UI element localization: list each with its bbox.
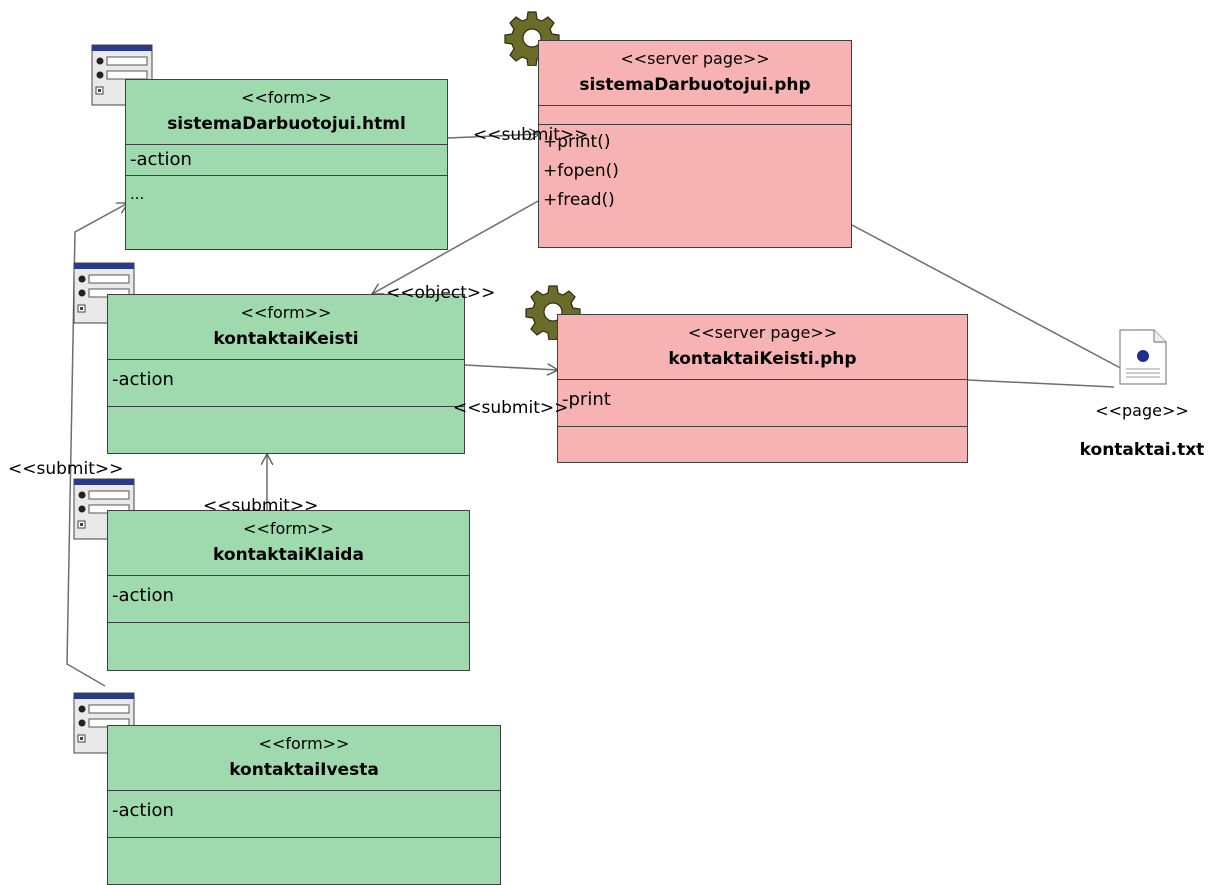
- attribute-action: -action: [112, 800, 174, 821]
- class-name: kontaktaiKlaida: [213, 545, 364, 565]
- operation-print: +print(): [543, 132, 611, 152]
- operation-fread: +fread(): [543, 190, 615, 210]
- attribute-compartment: -action: [126, 145, 447, 176]
- link-sistema-html-to-php: [447, 134, 540, 138]
- link-sistema-php-to-page: [851, 224, 1129, 373]
- attribute-compartment: -action: [108, 360, 464, 407]
- attribute-compartment: [539, 106, 851, 125]
- attribute-compartment: -action: [108, 791, 500, 838]
- class-kontaktai-keisti-php[interactable]: <<server page>> kontaktaiKeisti.php -pri…: [557, 314, 968, 463]
- operation-fopen: +fopen(): [543, 161, 619, 181]
- class-name: kontaktaiKeisti.php: [668, 349, 857, 369]
- attribute-action: -action: [112, 585, 174, 606]
- page-stereotype: <<page>>: [1095, 401, 1189, 420]
- class-kontaktai-ivesta[interactable]: <<form>> kontaktaiIvesta -action: [107, 725, 501, 885]
- page-name: kontaktai.txt: [1079, 440, 1205, 460]
- attribute-print: -print: [562, 389, 611, 410]
- stereotype-label: <<form>>: [241, 88, 332, 107]
- link-label-object: <<object>>: [386, 283, 496, 303]
- attribute-compartment: -action: [108, 576, 469, 623]
- ellipsis-text: ...: [130, 185, 145, 203]
- class-name: sistemaDarbuotojui.php: [579, 75, 811, 95]
- link-keisti-to-keisti-php: [464, 365, 558, 370]
- link-label-submit: <<submit>>: [473, 125, 589, 145]
- link-php-to-keisti: [372, 199, 541, 294]
- link-ivesta-to-sistema-html: [66, 202, 128, 687]
- stereotype-label: <<form>>: [240, 303, 332, 322]
- class-name: kontaktaiKeisti: [213, 329, 359, 349]
- class-name: kontaktaiIvesta: [229, 760, 379, 780]
- class-kontaktai-keisti[interactable]: <<form>> kontaktaiKeisti -action: [107, 294, 465, 454]
- stereotype-label: <<server page>>: [620, 49, 770, 68]
- link-keisti-php-to-page: [967, 379, 1115, 388]
- document-icon: [1119, 329, 1167, 385]
- link-label-submit: <<submit>>: [203, 496, 319, 516]
- stereotype-label: <<form>>: [243, 519, 334, 538]
- class-kontaktai-klaida[interactable]: <<form>> kontaktaiKlaida -action: [107, 510, 470, 671]
- class-name: sistemaDarbuotojui.html: [167, 114, 406, 134]
- form-icon: [73, 692, 135, 754]
- stereotype-label: <<form>>: [258, 734, 350, 753]
- class-sistema-php[interactable]: <<server page>> sistemaDarbuotojui.php +…: [538, 40, 852, 248]
- link-label-submit: <<submit>>: [453, 398, 569, 418]
- attribute-action: -action: [130, 149, 192, 170]
- extra-compartment: ...: [126, 176, 447, 212]
- stereotype-label: <<server page>>: [687, 323, 838, 342]
- link-label-submit: <<submit>>: [8, 459, 124, 479]
- attribute-compartment: -print: [558, 380, 967, 427]
- attribute-action: -action: [112, 369, 174, 390]
- operation-compartment: +print() +fopen() +fread(): [539, 125, 851, 215]
- class-sistema-html[interactable]: <<form>> sistemaDarbuotojui.html -action…: [125, 79, 448, 250]
